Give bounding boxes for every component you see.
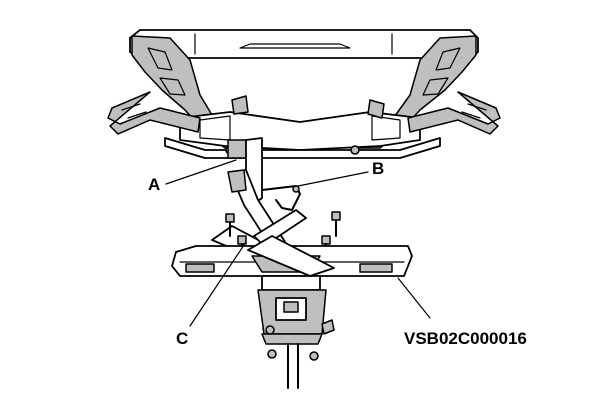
jack-body bbox=[257, 275, 335, 389]
subframe-left-arm bbox=[107, 91, 201, 135]
figure-code: VSB02C000016 bbox=[404, 329, 527, 348]
retaining-pin bbox=[261, 185, 301, 211]
jack-platform bbox=[171, 235, 413, 277]
callout-a: A bbox=[148, 175, 160, 194]
leader-line-c bbox=[189, 241, 247, 327]
callout-c: C bbox=[176, 329, 188, 348]
subframe bbox=[107, 29, 501, 159]
leader-line-a bbox=[165, 159, 237, 185]
leader-line-b bbox=[297, 171, 369, 187]
callout-b: B bbox=[372, 159, 384, 178]
subframe-right-arm bbox=[407, 91, 501, 135]
leader-lines bbox=[165, 159, 431, 327]
leader-line-code bbox=[397, 277, 431, 319]
